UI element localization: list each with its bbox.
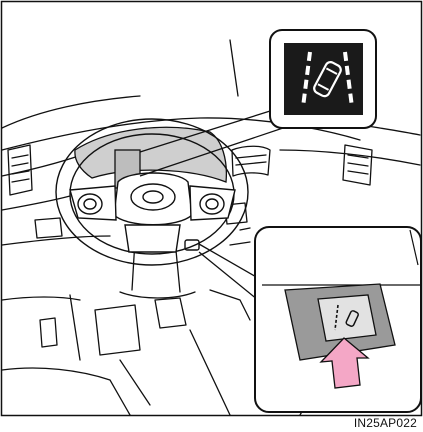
switch-callout [255, 227, 421, 412]
lane-departure-display-icon [284, 43, 363, 115]
figure-code: IN25AP022 [354, 416, 417, 430]
lane-departure-switch[interactable] [318, 295, 376, 341]
display-callout [270, 30, 376, 128]
